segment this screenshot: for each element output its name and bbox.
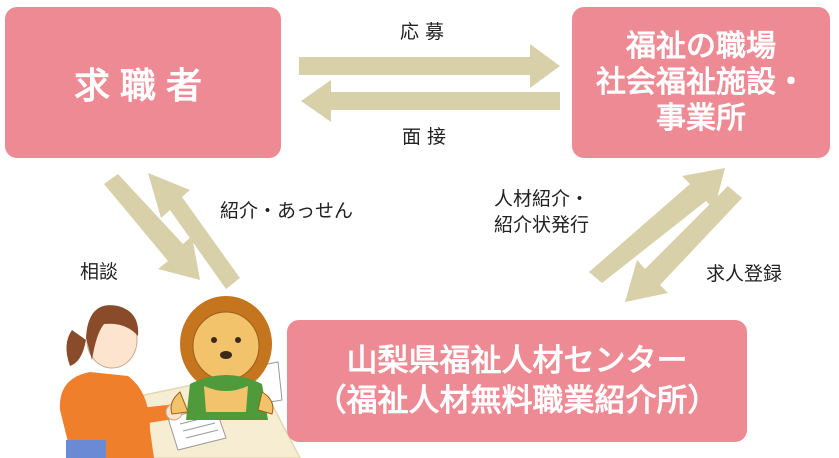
arrow-job-registration <box>625 186 742 302</box>
center-line-1: 山梨県福祉人材センター <box>346 343 688 379</box>
center-line-2: （福祉人材無料職業紹介所） <box>315 383 719 419</box>
job-seeker-label: 求職者 <box>73 65 212 107</box>
talent-referral-line-1: 人材紹介・ <box>494 188 590 210</box>
arrow-interview <box>301 80 560 122</box>
job-seeker-box: 求職者 <box>5 7 281 158</box>
welfare-center-box: 山梨県福祉人材センター （福祉人材無料職業紹介所） <box>287 320 747 442</box>
lion-figure <box>170 296 274 420</box>
arrow-apply <box>299 44 560 88</box>
apply-label: 応募 <box>400 21 451 43</box>
welfare-workplace-box: 福祉の職場 社会福祉施設・ 事業所 <box>572 7 830 158</box>
consult-label: 相談 <box>80 261 119 283</box>
arrow-consult <box>104 174 200 280</box>
workplace-line-3: 事業所 <box>656 100 746 136</box>
talent-referral-line-2: 紹介状発行 <box>494 214 590 236</box>
talent-referral-label: 人材紹介・ 紹介状発行 <box>494 186 589 238</box>
arrow-talent-referral <box>589 168 725 283</box>
job-registration-label: 求人登録 <box>706 263 783 285</box>
woman-figure <box>59 305 183 458</box>
interview-label: 面接 <box>402 126 453 148</box>
referral-label: 紹介・あっせん <box>220 200 354 222</box>
arrow-referral <box>148 173 240 289</box>
workplace-line-1: 福祉の職場 <box>626 28 776 64</box>
workplace-line-2: 社会福祉施設・ <box>596 64 806 100</box>
